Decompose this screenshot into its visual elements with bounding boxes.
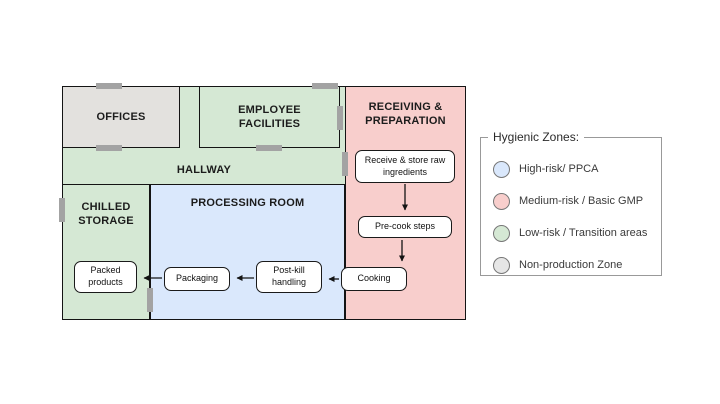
door-marker: [96, 145, 122, 151]
room-label-offices: OFFICES: [96, 110, 146, 123]
legend-item-label: High-risk/ PPCA: [519, 163, 599, 175]
room-label-employee-facilities: EMPLOYEE FACILITIES: [238, 103, 301, 130]
room-label-receiving-preparation: RECEIVING & PREPARATION: [365, 101, 446, 128]
door-marker: [96, 83, 122, 89]
step-post-kill-handling: Post-kill handling: [256, 261, 322, 293]
room-employee-facilities: EMPLOYEE FACILITIES: [199, 86, 340, 148]
room-offices: OFFICES: [62, 86, 180, 148]
step-cooking: Cooking: [341, 267, 407, 291]
room-label-hallway: HALLWAY: [176, 164, 232, 176]
door-marker: [312, 83, 338, 89]
legend-hygienic-zones: Hygienic Zones: High-risk/ PPCA Medium-r…: [480, 130, 662, 276]
legend-item-low-risk: Low-risk / Transition areas: [493, 224, 661, 242]
legend-item-label: Medium-risk / Basic GMP: [519, 195, 644, 207]
door-marker: [337, 106, 343, 130]
step-receive-store-raw-ingredients: Receive & store raw ingredients: [355, 150, 455, 183]
room-processing-room: PROCESSING ROOM: [150, 184, 345, 320]
door-marker: [256, 145, 282, 151]
room-chilled-storage: CHILLED STORAGE: [62, 184, 150, 320]
legend-item-high-risk: High-risk/ PPCA: [493, 160, 661, 178]
door-marker: [342, 152, 348, 176]
legend-item-medium-risk: Medium-risk / Basic GMP: [493, 192, 661, 210]
non-production-zone-swatch-icon: [493, 256, 510, 274]
high-risk-zone-swatch-icon: [493, 160, 510, 178]
step-packed-products: Packed products: [74, 261, 137, 293]
low-risk-zone-swatch-icon: [493, 224, 510, 242]
room-label-chilled-storage: CHILLED STORAGE: [78, 201, 134, 228]
legend-item-non-production: Non-production Zone: [493, 256, 661, 274]
room-label-processing-room: PROCESSING ROOM: [190, 197, 305, 209]
door-marker: [59, 198, 65, 222]
legend-item-label: Low-risk / Transition areas: [519, 227, 648, 239]
step-pre-cook-steps: Pre-cook steps: [358, 216, 452, 238]
medium-risk-zone-swatch-icon: [493, 192, 510, 210]
door-marker: [147, 288, 153, 312]
legend-item-label: Non-production Zone: [519, 259, 623, 271]
legend-title: Hygienic Zones:: [488, 130, 585, 144]
step-packaging: Packaging: [164, 267, 230, 291]
